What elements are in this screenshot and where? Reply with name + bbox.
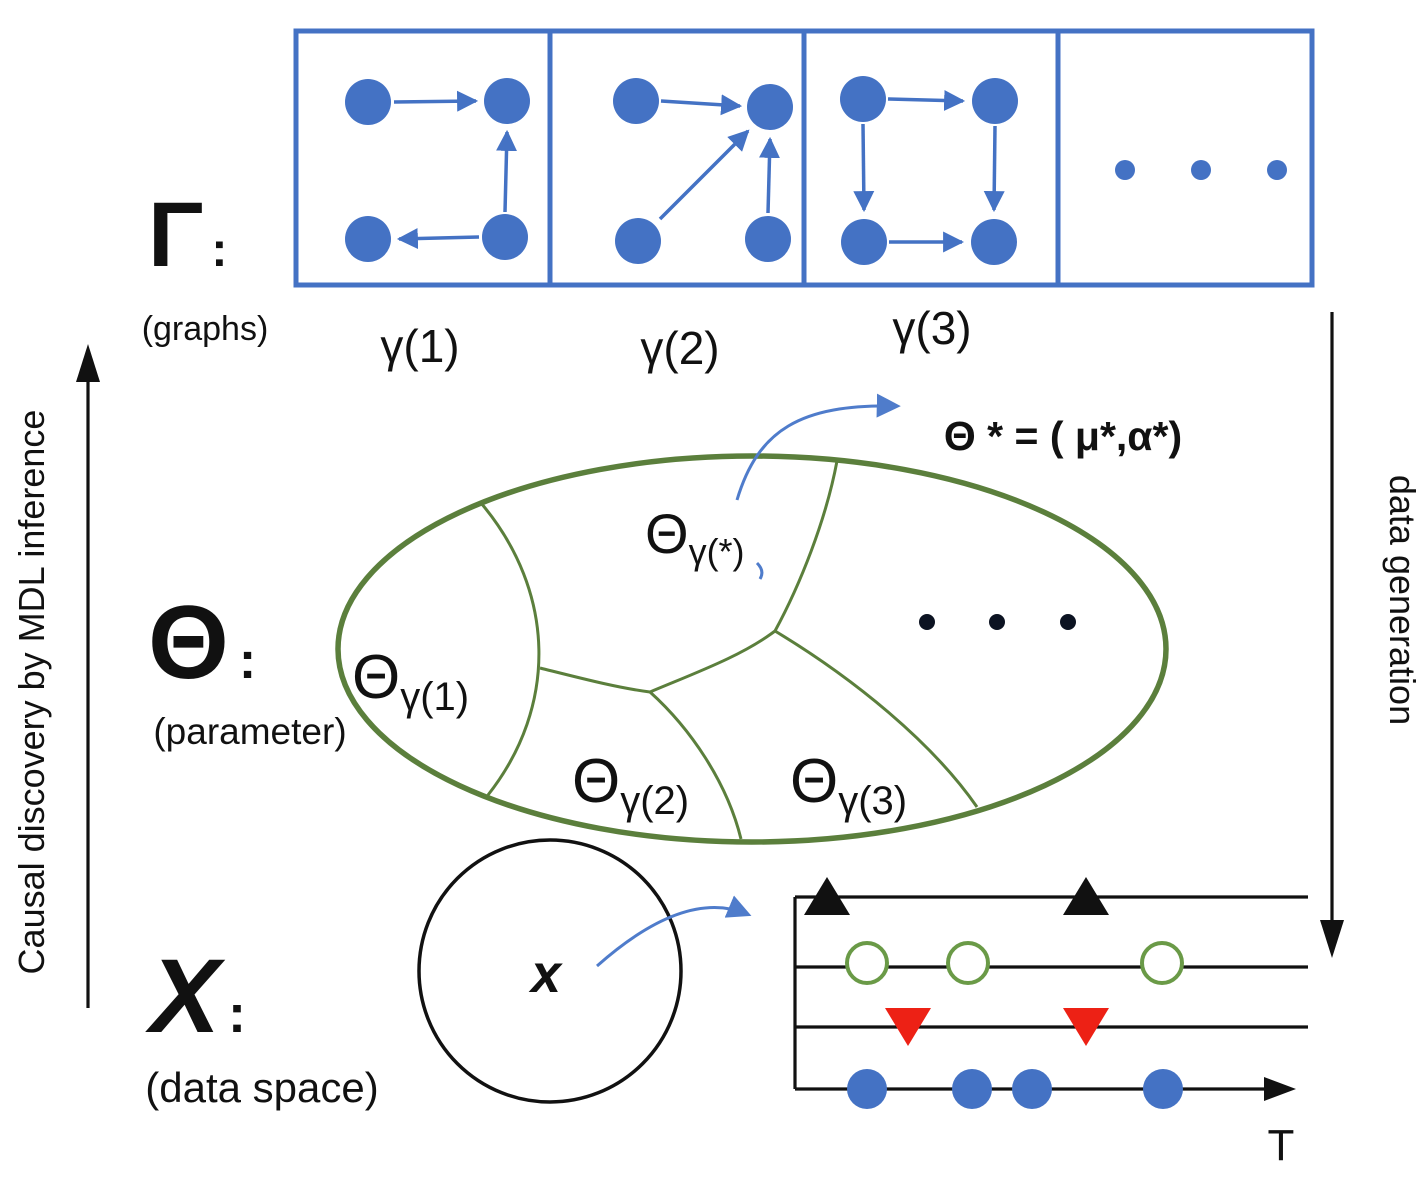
graph-edge — [658, 129, 750, 221]
graph-node — [484, 78, 530, 124]
parameter-caption: (parameter) — [153, 711, 346, 752]
left-axis-label: Causal discovery by MDL inference — [11, 410, 52, 975]
region-label-gamma1: Θγ(1) — [352, 643, 469, 719]
green-circle-marker — [845, 941, 889, 985]
left-arrow-head — [76, 344, 100, 382]
graph-edge — [393, 90, 479, 112]
graph-space-row — [293, 28, 1315, 288]
time-axis-arrowhead — [1264, 1077, 1296, 1101]
graph-edge — [853, 123, 875, 213]
data-space-circle — [417, 838, 683, 1104]
black-triangle-marker — [1063, 877, 1109, 915]
ellipsis-dot — [1191, 160, 1211, 180]
graph-edge — [887, 89, 966, 111]
graph-box-ellipsis — [1115, 160, 1287, 180]
graph-node — [345, 79, 391, 125]
x-space-symbol: X: — [145, 938, 246, 1055]
graph-node — [615, 218, 661, 264]
ellipsis-dot — [989, 614, 1005, 630]
right-arrow-head — [1320, 920, 1344, 958]
region-label-gamma-star: Θγ(*) — [645, 502, 745, 572]
green-circle-marker — [946, 941, 990, 985]
graph-box-1 — [345, 78, 530, 262]
gamma-space-symbol: Γ: — [148, 184, 227, 286]
black-triangle-marker — [804, 877, 850, 915]
parameter-ellipse — [335, 453, 1169, 845]
right-axis-arrow — [1320, 312, 1344, 958]
region-divider — [648, 690, 743, 840]
left-axis-arrow — [76, 344, 100, 1008]
gamma-3-label: γ(3) — [892, 302, 971, 354]
graph-node — [747, 84, 793, 130]
blue-circle-marker — [1143, 1069, 1183, 1109]
graph-node — [840, 76, 886, 122]
parameter-space: Θγ(1) Θγ(2) Θγ(3) Θγ(*) — [335, 453, 1169, 845]
ellipsis-dot — [1115, 160, 1135, 180]
data-space-caption: (data space) — [145, 1064, 378, 1111]
graph-edge — [983, 125, 1005, 213]
graphs-caption: (graphs) — [142, 310, 269, 348]
graph-node — [971, 219, 1017, 265]
blue-circle-marker — [1012, 1069, 1052, 1109]
blue-circle-marker — [952, 1069, 992, 1109]
map-arrow-theta-star — [735, 393, 901, 501]
timeline-plot: T — [793, 877, 1308, 1170]
theta-star-equation: Θ * = ( μ*,α*) — [944, 413, 1182, 459]
arrow-tail-tick — [755, 561, 764, 580]
red-triangle-marker — [885, 1008, 931, 1046]
sample-x-label: x — [528, 944, 563, 1004]
region-divider — [539, 666, 651, 694]
ellipsis-dot — [919, 614, 935, 630]
map-arrow-x — [596, 895, 752, 968]
graph-edge — [396, 228, 480, 250]
gamma-1-label: γ(1) — [380, 320, 459, 372]
ellipsis-dot — [1267, 160, 1287, 180]
region-divider — [773, 460, 839, 632]
graph-node — [613, 78, 659, 124]
red-triangle-marker — [1063, 1008, 1109, 1046]
right-axis-label: data generation — [1382, 475, 1416, 725]
region-divider — [649, 629, 776, 694]
region-divider — [774, 629, 979, 808]
gamma-2-label: γ(2) — [640, 322, 719, 374]
graph-node — [482, 214, 528, 260]
graph-node — [345, 216, 391, 262]
theta-space-symbol: Θ: — [148, 585, 256, 701]
graph-node — [841, 219, 887, 265]
graph-node — [972, 78, 1018, 124]
graph-edge — [758, 136, 780, 214]
graph-edge — [496, 129, 518, 213]
region-divider — [479, 502, 541, 796]
graph-box-3 — [840, 76, 1018, 265]
time-axis-label: T — [1268, 1121, 1295, 1170]
graph-edge — [660, 94, 743, 116]
region-label-gamma3: Θγ(3) — [790, 747, 907, 823]
ellipsis-dot — [1060, 614, 1076, 630]
green-circle-marker — [1140, 941, 1184, 985]
graph-node — [745, 216, 791, 262]
blue-circle-marker — [847, 1069, 887, 1109]
region-label-gamma2: Θγ(2) — [572, 747, 689, 823]
graph-box-2 — [613, 78, 793, 264]
